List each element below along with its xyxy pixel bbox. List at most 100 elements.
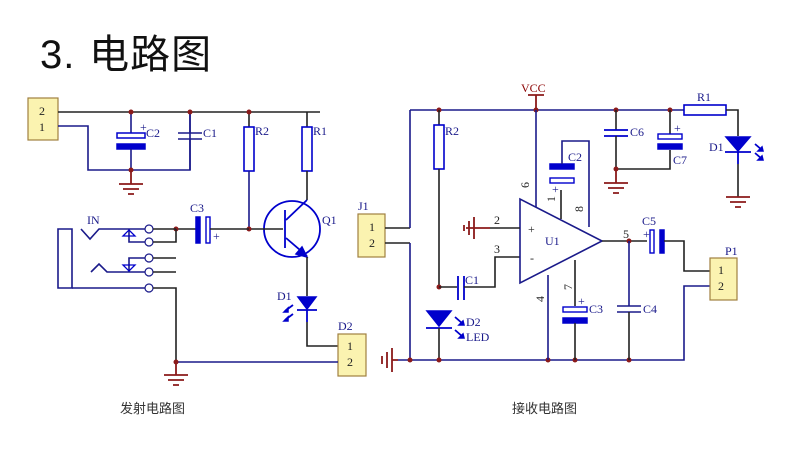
rx-c4-symbol [617, 241, 641, 313]
tx-d2-connector: D2 1 2 [337, 319, 367, 377]
tx-jack-switch-arrow-2 [121, 264, 137, 272]
rx-j1-connector: J1 1 2 [357, 110, 411, 360]
rx-bottom-rail [398, 285, 710, 361]
rx-r1-resistor: R1 [683, 90, 739, 136]
rx-d2-arrowhead [457, 332, 465, 339]
rx-d1-label: D1 [709, 140, 724, 154]
junction [128, 109, 134, 115]
rx-c6-label: C6 [630, 125, 644, 139]
rx-d2-receive-arrows [454, 316, 464, 338]
tx-c2-plate-neg [116, 143, 146, 150]
tx-c2-plate-pos [116, 132, 146, 139]
rx-u1-label: U1 [545, 234, 560, 248]
rx-c5-lead-right [664, 240, 710, 272]
ground-icon [381, 348, 398, 372]
rx-u1-pin8-wire [561, 140, 590, 227]
rx-u1-pin-3: 3 [494, 242, 500, 256]
power-connector-body [27, 97, 59, 141]
rx-u1-pin-6: 6 [518, 182, 532, 188]
rx-c6-plates [604, 129, 628, 137]
rx-u1-opamp: U1 + - 6 1 + C2 8 2 3 4 7 [463, 110, 647, 360]
rx-p1-body [709, 257, 738, 301]
tx-c3-label: C3 [190, 201, 204, 215]
rx-p1-connector: P1 1 2 [709, 244, 738, 301]
rx-p1-pin-1: 1 [718, 263, 724, 277]
tx-d2-label: D2 [338, 319, 353, 333]
tx-ground-symbol-1 [119, 170, 143, 195]
tx-c2-plus: + [140, 120, 147, 134]
tx-d1-led: D1 [277, 257, 338, 347]
tx-c3-capacitor: + C3 [176, 201, 249, 244]
tx-d1-label: D1 [277, 289, 292, 303]
rx-c4-label: C4 [643, 302, 657, 316]
tx-c3-plate-neg [195, 216, 201, 244]
rx-c7-capacitor: + C7 [657, 110, 687, 167]
junction [187, 109, 193, 115]
tx-r1-resistor: R1 [301, 112, 327, 200]
rx-c2-label: C2 [568, 150, 582, 164]
power-connector-pin-2: 2 [39, 104, 45, 118]
rx-c1-plates [457, 276, 465, 300]
rx-d2-led: D2 LED [425, 310, 490, 360]
tx-d2-body [337, 333, 367, 377]
rx-j1-pin-1: 1 [369, 220, 375, 234]
tx-q1-label: Q1 [322, 213, 337, 227]
rx-c7-label: C7 [673, 153, 687, 167]
rx-c5-plus: + [643, 227, 650, 241]
rx-c3-label: C3 [589, 302, 603, 316]
tx-d2-pin-1: 1 [347, 339, 353, 353]
tx-jack-ring [90, 262, 145, 273]
rx-c5-plate-pos [649, 229, 655, 254]
junction [436, 357, 442, 363]
rx-u1-pin-7: 7 [561, 284, 575, 290]
ground-icon [604, 169, 628, 194]
rx-c7-plate-pos [657, 133, 683, 140]
rx-d2-arrowhead [457, 319, 465, 326]
rx-c3-plate-pos [562, 306, 588, 313]
ground-icon [164, 362, 188, 386]
tx-d1-triangle [296, 296, 318, 311]
rx-r2-resistor: R2 [433, 110, 459, 287]
rx-c1-label: C1 [465, 273, 479, 287]
tx-r1-body [301, 126, 313, 172]
tx-ground-return [58, 112, 191, 171]
tx-jack-switch-arrow [121, 229, 137, 237]
tx-jack-terminal [144, 267, 154, 277]
tx-c1-label: C1 [203, 126, 217, 140]
rx-u1-pin-4: 4 [533, 296, 547, 302]
tx-jack-terminal [144, 253, 154, 263]
tx-c3-plate-pos [205, 216, 211, 244]
transmitter-circuit: 2 1 + C2 C1 R2 [27, 97, 367, 386]
rx-c2-plate-neg [549, 163, 575, 170]
rx-c3-plus: + [578, 294, 585, 308]
rx-u1-minus: - [530, 251, 534, 265]
tx-d1-arrowhead [282, 315, 289, 322]
tx-jack-label: IN [87, 213, 100, 227]
rx-c1-capacitor: C1 [439, 256, 520, 300]
rx-d2-triangle [425, 310, 453, 328]
rx-c2-plate-pos [549, 177, 575, 184]
transmitter-caption: 发射电路图 [120, 402, 186, 417]
rx-r2-label: R2 [445, 124, 459, 138]
receiver-caption: 接收电路图 [512, 402, 578, 417]
tx-q1-emitter-arrow [294, 245, 309, 259]
rx-j1-pin-2: 2 [369, 236, 375, 250]
power-connector: 2 1 [27, 97, 59, 141]
rx-c5-label: C5 [642, 214, 656, 228]
rx-d2-sublabel: LED [466, 330, 490, 344]
rx-u1-body [519, 197, 604, 285]
tx-r2-body [243, 126, 255, 172]
rx-c4-capacitor: C4 [617, 241, 657, 360]
rx-c2-plus: + [552, 182, 559, 196]
tx-jack-sleeve [57, 228, 73, 289]
tx-jack-terminal [144, 237, 154, 247]
rx-r1-lead-right [726, 109, 739, 136]
junction [246, 109, 252, 115]
tx-c2-label: C2 [146, 126, 160, 140]
rx-c3-plate-neg [562, 317, 588, 324]
rx-d1-led: D1 [709, 136, 764, 208]
tx-jack-terminal [144, 224, 154, 234]
tx-c1-symbol [178, 112, 202, 170]
tx-q1-transistor: Q1 [249, 199, 337, 259]
